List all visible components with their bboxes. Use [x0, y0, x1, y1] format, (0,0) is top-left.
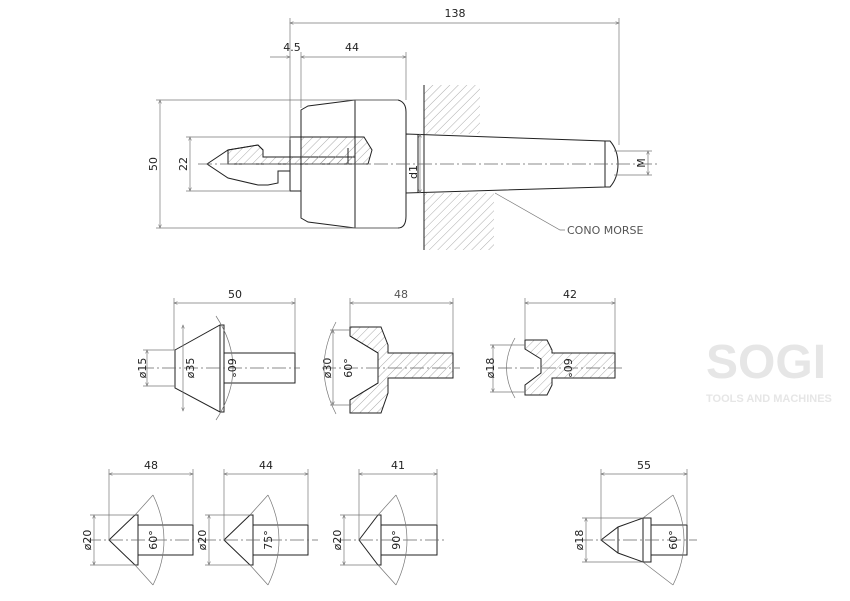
dim-angle: 60°: [561, 358, 574, 378]
callout-cono-morse: CONO MORSE: [567, 224, 643, 237]
dim-length: 50: [228, 288, 242, 301]
dim-angle: 60°: [225, 358, 238, 378]
dim-diameter-large: ø35: [184, 358, 197, 379]
dim-angle: 60°: [342, 358, 355, 378]
dim-diameter: ø30: [321, 358, 334, 379]
watermark: SOGI TOOLS AND MACHINES: [706, 336, 832, 405]
dim-thread: M: [635, 158, 648, 168]
insert-2-4: 55 ø18 60°: [573, 459, 697, 586]
dim-diameter: ø20: [196, 530, 209, 551]
dim-angle: 60°: [147, 530, 160, 550]
dim-diameter: ø20: [81, 530, 94, 551]
dim-length: 44: [259, 459, 273, 472]
watermark-brand: SOGI: [706, 336, 826, 389]
dim-spindle-diameter: 22: [177, 157, 190, 171]
dim-length: 48: [394, 288, 408, 301]
dim-diameter: ø18: [573, 530, 586, 551]
live-center-main-view: 138 4.5 44 50 22 d1 M CONO MORSE: [147, 7, 660, 250]
wall-hatch-bottom: [424, 193, 494, 250]
dim-length: 42: [563, 288, 577, 301]
dim-length: 48: [144, 459, 158, 472]
watermark-tagline: TOOLS AND MACHINES: [706, 393, 832, 405]
dim-taper-diameter: d1: [407, 165, 420, 179]
dim-diameter: ø18: [484, 358, 497, 379]
insert-2-1: 48 ø20 60°: [81, 459, 203, 586]
dim-gap: 4.5: [283, 41, 301, 54]
insert-2-3: 41 ø20 90°: [331, 459, 447, 586]
wall-hatch-top: [424, 85, 480, 134]
insert-1-1: 50 ø15 ø35 60°: [136, 288, 300, 421]
dim-angle: 60°: [667, 530, 680, 550]
inserts-row-2: 48 ø20 60° 44 ø20 75° 41 ø20 90° 55 ø18 60°: [81, 459, 697, 586]
insert-2-2: 44 ø20 75°: [196, 459, 318, 586]
dim-angle: 90°: [390, 530, 403, 550]
dim-body-diameter: 50: [147, 157, 160, 171]
insert-1-2: 48 ø30 60°: [321, 288, 460, 415]
dim-diameter: ø20: [331, 530, 344, 551]
dim-length: 55: [637, 459, 651, 472]
insert-1-3: 42 ø18 60°: [484, 288, 625, 399]
dim-length: 41: [391, 459, 405, 472]
dim-diameter-small: ø15: [136, 358, 149, 379]
dim-overall-length: 138: [445, 7, 466, 20]
dim-angle: 75°: [262, 530, 275, 550]
dim-body-length: 44: [345, 41, 359, 54]
